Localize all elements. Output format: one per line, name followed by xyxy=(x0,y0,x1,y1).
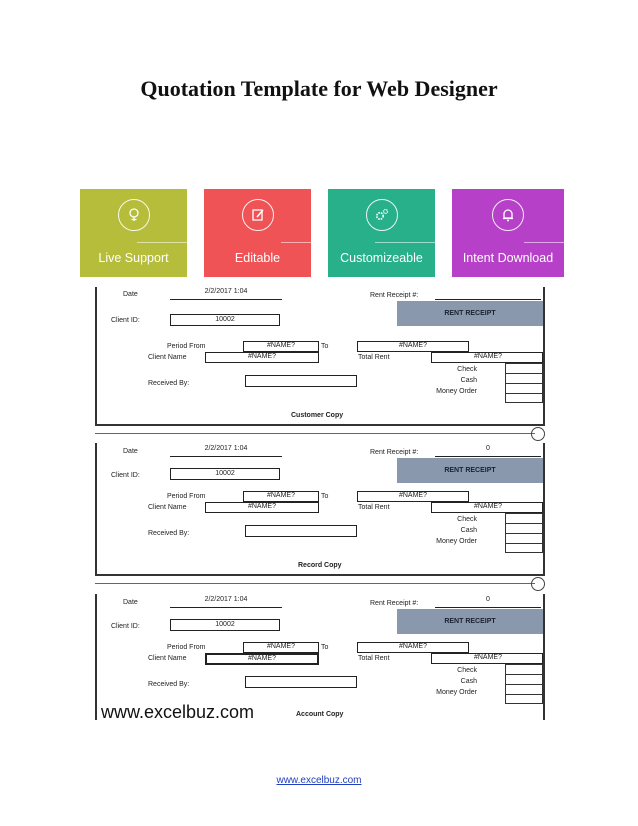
date-value: 2/2/2017 1:04 xyxy=(170,445,282,457)
money-order-label: Money Order xyxy=(436,689,477,696)
rent-receipt-no-value: 0 xyxy=(435,596,541,608)
total-rent-label: Total Rent xyxy=(358,655,390,662)
rent-receipt-banner: RENT RECEIPT xyxy=(397,458,543,483)
lightbulb-icon xyxy=(117,199,150,231)
received-by-field xyxy=(245,525,357,537)
period-from-value: #NAME? xyxy=(243,642,319,653)
copy-label: Account Copy xyxy=(296,711,344,718)
feature-tile-editable: Editable xyxy=(204,189,311,277)
to-label: To xyxy=(321,644,329,651)
feature-tiles: Live Support Editable Customizeable Inte… xyxy=(80,189,564,277)
received-by-label: Received By: xyxy=(148,530,190,537)
excelbuz-watermark: www.excelbuz.com xyxy=(101,702,255,722)
received-by-label: Received By: xyxy=(148,380,190,387)
payment-method-boxes xyxy=(505,664,543,704)
feature-tile-customizeable: Customizeable xyxy=(328,189,435,277)
cash-label: Cash xyxy=(460,678,477,685)
client-id-label: Client ID: xyxy=(111,472,140,479)
bell-icon xyxy=(492,199,524,231)
total-rent-value: #NAME? xyxy=(431,653,543,664)
copy-label: Customer Copy xyxy=(291,412,344,419)
copy-label: Record Copy xyxy=(298,562,342,569)
client-id-label: Client ID: xyxy=(111,317,140,324)
date-label: Date xyxy=(123,448,138,455)
received-by-field xyxy=(245,375,357,387)
rent-receipt-no-label: Rent Receipt #: xyxy=(370,600,419,607)
total-rent-label: Total Rent xyxy=(358,354,390,361)
to-label: To xyxy=(321,493,329,500)
check-label: Check xyxy=(457,667,477,674)
period-to-value: #NAME? xyxy=(357,642,469,653)
period-from-label: Period From xyxy=(167,493,206,500)
period-from-label: Period From xyxy=(167,343,206,350)
document-title: Quotation Template for Web Designer xyxy=(140,76,498,101)
cash-label: Cash xyxy=(460,377,477,384)
period-from-value: #NAME? xyxy=(243,341,319,352)
feature-tile-live-support: Live Support xyxy=(80,189,187,277)
client-id-value: 10002 xyxy=(170,619,280,631)
total-rent-label: Total Rent xyxy=(358,504,390,511)
feature-label: Editable xyxy=(234,251,281,265)
cash-label: Cash xyxy=(460,527,477,534)
period-to-value: #NAME? xyxy=(357,491,469,502)
client-id-value: 10002 xyxy=(170,468,280,480)
client-id-value: 10002 xyxy=(170,314,280,326)
payment-method-boxes xyxy=(505,363,543,403)
period-to-value: #NAME? xyxy=(357,341,469,352)
feature-tile-intent-download: Intent Download xyxy=(452,189,564,277)
check-label: Check xyxy=(457,366,477,373)
rent-receipt-no-label: Rent Receipt #: xyxy=(370,292,419,299)
receipt-section: Date 2/2/2017 1:04 Client ID: 10002 Rent… xyxy=(95,444,545,594)
money-order-label: Money Order xyxy=(436,538,477,545)
rent-receipt-no-label: Rent Receipt #: xyxy=(370,449,419,456)
check-label: Check xyxy=(457,516,477,523)
scissors-icon xyxy=(531,577,545,591)
to-label: To xyxy=(321,343,329,350)
date-value: 2/2/2017 1:04 xyxy=(170,288,282,300)
client-name-value: #NAME? xyxy=(205,502,319,513)
rent-receipt-banner: RENT RECEIPT xyxy=(397,609,543,634)
date-label: Date xyxy=(123,599,138,606)
client-name-label: Client Name xyxy=(148,354,187,361)
feature-label: Customizeable xyxy=(340,251,423,265)
period-from-value: #NAME? xyxy=(243,491,319,502)
client-name-label: Client Name xyxy=(148,504,187,511)
client-name-value: #NAME? xyxy=(205,653,319,665)
period-from-label: Period From xyxy=(167,644,206,651)
total-rent-value: #NAME? xyxy=(431,502,543,513)
money-order-label: Money Order xyxy=(436,388,477,395)
footer-link[interactable]: www.excelbuz.com xyxy=(276,775,362,786)
gears-icon xyxy=(365,199,398,231)
received-by-field xyxy=(245,676,357,688)
rent-receipt-sheet: Date 2/2/2017 1:04 Client ID: 10002 Rent… xyxy=(95,287,545,720)
client-id-label: Client ID: xyxy=(111,623,140,630)
date-label: Date xyxy=(123,291,138,298)
client-name-label: Client Name xyxy=(148,655,187,662)
total-rent-value: #NAME? xyxy=(431,352,543,363)
rent-receipt-banner: RENT RECEIPT xyxy=(397,301,543,326)
feature-label: Live Support xyxy=(98,251,169,265)
feature-label: Intent Download xyxy=(462,251,554,265)
received-by-label: Received By: xyxy=(148,681,190,688)
payment-method-boxes xyxy=(505,513,543,553)
date-value: 2/2/2017 1:04 xyxy=(170,596,282,608)
edit-icon xyxy=(241,199,274,231)
rent-receipt-no-value: 0 xyxy=(435,445,541,457)
receipt-section: Date 2/2/2017 1:04 Client ID: 10002 Rent… xyxy=(95,594,545,720)
client-name-value: #NAME? xyxy=(205,352,319,363)
rent-receipt-no-value xyxy=(435,288,541,300)
receipt-section: Date 2/2/2017 1:04 Client ID: 10002 Rent… xyxy=(95,287,545,441)
scissors-icon xyxy=(531,427,545,441)
